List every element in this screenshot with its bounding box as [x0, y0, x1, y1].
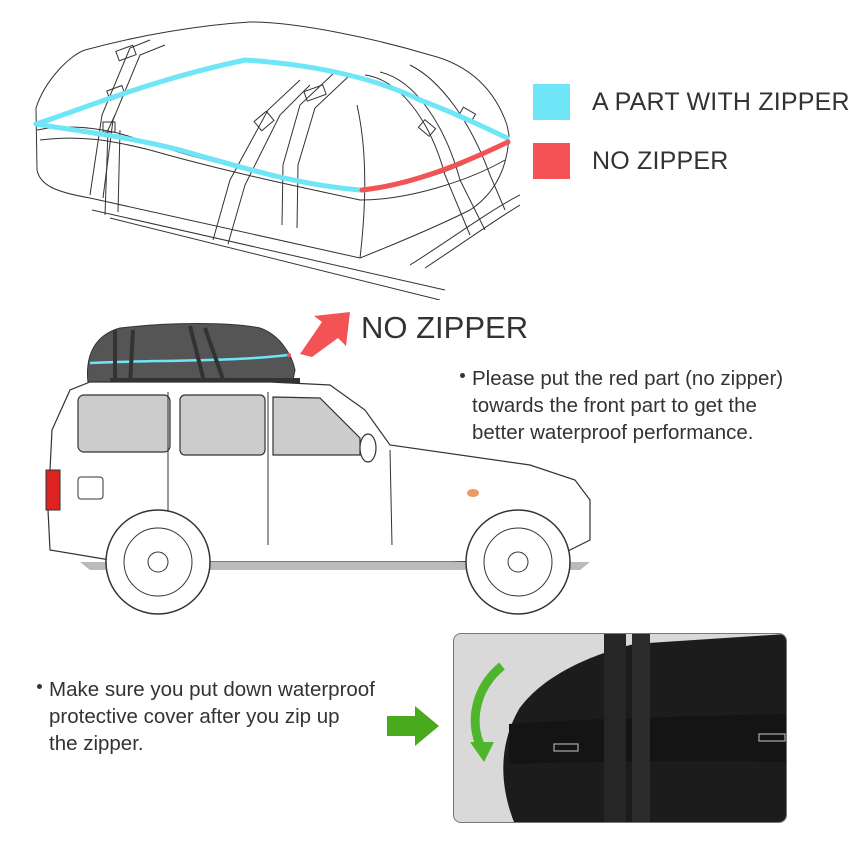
legend-label-zipper: A PART WITH ZIPPER [592, 87, 850, 116]
green-right-arrow-icon [387, 706, 439, 746]
no-zipper-swatch [533, 143, 570, 179]
cover-photo [453, 633, 787, 823]
bullet-dot [460, 373, 465, 379]
legend-item-no-zipper: NO ZIPPER [533, 143, 729, 179]
curved-down-arrow-icon [469, 664, 504, 764]
no-zipper-callout: NO ZIPPER [361, 310, 529, 345]
instruction-2: Make sure you put down waterproof protec… [37, 676, 437, 757]
legend-item-zipper: A PART WITH ZIPPER [533, 84, 850, 120]
zipper-swatch [533, 84, 570, 120]
legend-label-no-zipper: NO ZIPPER [592, 146, 729, 175]
roof-bag-drawing [33, 21, 520, 300]
instruction-1: Please put the red part (no zipper) towa… [460, 365, 830, 446]
suv-drawing [45, 323, 591, 615]
red-arrow-icon [300, 312, 350, 357]
rear-wheel [105, 509, 211, 615]
front-wheel [465, 509, 571, 615]
bullet-dot [37, 684, 42, 690]
